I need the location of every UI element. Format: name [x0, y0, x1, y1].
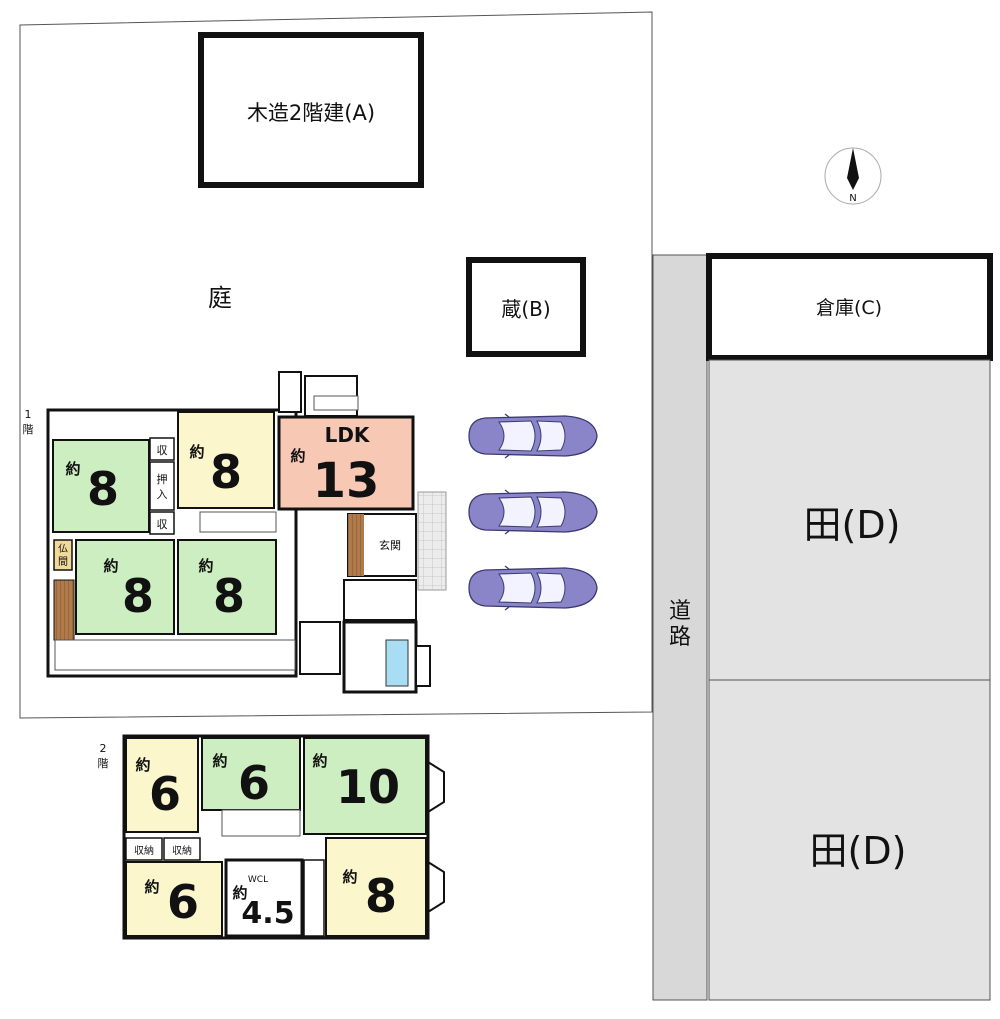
- floor1-label-num: 1: [25, 408, 32, 421]
- floor2-label-kai: 階: [98, 756, 109, 770]
- floor1-plan: 1 階 収 押 入 収 LDK 約 13 仏 間: [23, 371, 447, 694]
- floor2-room-a: [125, 737, 199, 833]
- parked-car-1: [468, 413, 598, 459]
- floor1-bath-bay: [415, 645, 431, 687]
- floor2-room-e-size: 4.5: [241, 896, 294, 931]
- floor2-storage-1: [125, 837, 163, 861]
- floor2-room-c-approx: 約: [312, 752, 327, 770]
- floor1-room-d-approx: 約: [198, 557, 213, 575]
- floor2-room-b-size: 6: [238, 756, 270, 810]
- floor2-bay-window-1: [427, 761, 445, 813]
- floor2-bay-window-2: [427, 861, 445, 913]
- storehouse-b-label: 蔵(B): [501, 297, 550, 321]
- building-a-label: 木造2階建(A): [247, 101, 375, 125]
- floor2-room-d-approx: 約: [144, 878, 159, 896]
- floor2-stair: [221, 809, 301, 837]
- floor2-wcl: [224, 858, 304, 938]
- floor1-room-b-approx: 約: [189, 443, 204, 461]
- floor2-storage-2-label: 収納: [172, 844, 192, 857]
- floor2-storage-2: [163, 837, 201, 861]
- floor1-back-door: [278, 371, 302, 413]
- floor1-ldk-label: LDK: [325, 423, 371, 447]
- field-d-lower-label: 田(D): [810, 829, 907, 873]
- floor1-closet-2: [149, 511, 175, 535]
- floor1-kitchen-counter: [313, 395, 359, 411]
- floor1-bathtub: [385, 639, 409, 687]
- floor2-room-e-approx: 約: [232, 884, 247, 902]
- floor1-label-kai: 階: [23, 422, 34, 436]
- road-label-1: 道: [669, 599, 691, 624]
- building-a: [198, 32, 424, 188]
- warehouse-c: [706, 253, 993, 361]
- floor1-entry-porch: [417, 491, 447, 591]
- floor1-genkan-label: 玄関: [379, 538, 401, 552]
- compass-north-label: N: [849, 193, 856, 204]
- road: [652, 254, 708, 1001]
- floor1-toilets: [299, 621, 341, 675]
- floor1-oshiire-label-1: 押: [157, 472, 168, 486]
- floor2-room-c-size: 10: [336, 760, 400, 814]
- floor1-room-c-size: 8: [122, 569, 154, 623]
- storehouse-b: [466, 257, 586, 357]
- field-d-lower: [708, 679, 991, 1001]
- field-d-upper: [708, 359, 991, 681]
- floor2-room-a-size: 6: [149, 767, 181, 821]
- floor1-oshiire: [149, 461, 175, 511]
- floor2-wcl-label: WCL: [248, 875, 268, 885]
- floor1-engawa: [54, 639, 296, 671]
- floor1-oshiire-label-2: 入: [157, 488, 168, 501]
- floor2-room-c: [303, 737, 427, 835]
- field-d-upper-label: 田(D): [804, 503, 901, 547]
- floor2-room-a-approx: 約: [135, 756, 150, 774]
- floor1-ldk-approx: 約: [290, 447, 305, 465]
- floor1-butsuma-label-2: 間: [58, 556, 68, 568]
- floor2-room-d-size: 6: [167, 875, 199, 929]
- floor2-storage-1-label: 収納: [134, 844, 154, 857]
- floor1-butsuma: [53, 539, 73, 571]
- floor1-stair-east: [199, 511, 277, 533]
- floor2-room-b-approx: 約: [212, 752, 227, 770]
- floor2-room-d: [125, 861, 223, 937]
- floor1-washroom: [343, 579, 417, 621]
- floor1-closet-2-label: 収: [157, 518, 168, 531]
- floor1-room-b-size: 8: [210, 445, 242, 499]
- floor1-stair-west: [53, 579, 75, 641]
- floor1-room-a-size: 8: [87, 462, 119, 516]
- floor1-room-a-approx: 約: [65, 460, 80, 478]
- floor1-closet-1: [149, 437, 175, 461]
- parked-car-3: [468, 565, 598, 611]
- floor2-toilet: [303, 859, 325, 937]
- floor2-room-f-approx: 約: [342, 868, 357, 886]
- floor2-label-num: 2: [100, 742, 107, 755]
- floor2-plan: 2 階 収納 収納 WCL 約 6 約 6 約 10 約 6 約 4.5 約 8: [98, 734, 445, 940]
- parked-car-2: [468, 489, 598, 535]
- floor1-ldk: [277, 415, 415, 511]
- floor1-room-d-size: 8: [213, 569, 245, 623]
- floor1-genkan-step: [348, 514, 364, 576]
- garden-label: 庭: [208, 284, 232, 312]
- floor2-room-f-size: 8: [365, 869, 397, 923]
- floor2-room-f: [325, 837, 427, 937]
- compass-icon: N: [824, 147, 882, 205]
- floor1-room-c-approx: 約: [103, 557, 118, 575]
- floor1-room-b: [177, 411, 275, 509]
- floor1-room-c: [75, 539, 175, 635]
- warehouse-c-label: 倉庫(C): [816, 297, 882, 319]
- floor1-ldk-size: 13: [313, 453, 380, 509]
- floor1-butsuma-label-1: 仏: [58, 543, 68, 555]
- floor1-room-d: [177, 539, 277, 635]
- floor1-room-a: [52, 439, 150, 533]
- floor1-closet-1-label: 収: [157, 444, 168, 457]
- road-label-2: 路: [669, 625, 691, 650]
